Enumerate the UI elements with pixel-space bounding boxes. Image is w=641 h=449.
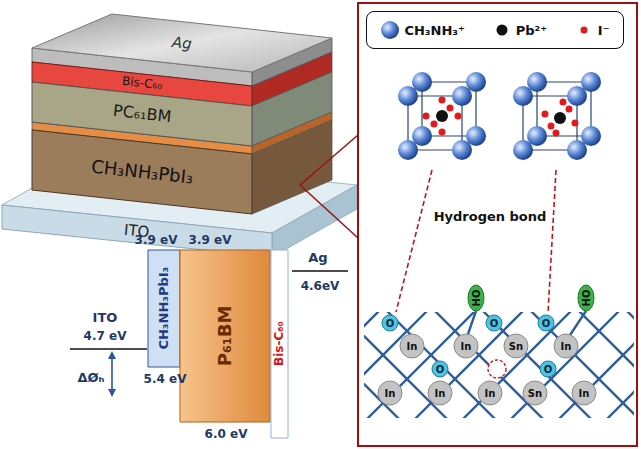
legend-text: Pb²⁺	[516, 23, 547, 38]
hydrogen-bond-line	[548, 170, 556, 313]
atom-label: In	[579, 388, 590, 399]
legend-swatch	[574, 20, 594, 40]
atom-label: Sn	[509, 341, 523, 352]
atom-label: O	[544, 364, 553, 375]
perovskite-cube	[398, 72, 486, 160]
atom-label: In	[385, 388, 396, 399]
atom-label: In	[461, 341, 472, 352]
layer-name: Bis-C₆₀	[273, 322, 286, 367]
atom-label: In	[435, 388, 446, 399]
absorber-layer: CH₃NH₃PbI₃	[32, 130, 252, 214]
atom-label: In	[561, 341, 572, 352]
legend-swatch	[380, 20, 400, 40]
legend-text: CH₃NH₃⁺	[404, 23, 464, 38]
energy-band-box: Bis-C₆₀	[271, 250, 288, 438]
energy-value: 3.9 eV	[135, 234, 178, 247]
legend-box: CH₃NH₃⁺ Pb²⁺ I⁻	[366, 11, 624, 49]
ito-lattice	[260, 285, 641, 430]
layer-name: Ag	[171, 34, 192, 52]
zoom-leader-line	[300, 185, 358, 238]
atom-label: In	[407, 341, 418, 352]
hydroxyl-label: HO	[471, 290, 482, 307]
zoom-leader-line	[300, 135, 358, 185]
barrier-symbol: ΔØₕ	[77, 371, 104, 385]
atom-label: O	[436, 364, 445, 375]
layer-name: P₆₁BM	[215, 306, 235, 367]
hydrogen-bond-line	[396, 170, 432, 312]
atom-label: O	[542, 318, 551, 329]
electrode-name: ITO	[93, 311, 118, 325]
energy-value: 4.7 eV	[84, 330, 127, 343]
energy-band-box: CH₃NH₃PbI₃	[148, 250, 180, 367]
legend-text: I⁻	[598, 23, 610, 38]
energy-value: 4.6eV	[301, 280, 340, 293]
energy-band-box: P₆₁BM	[180, 250, 270, 422]
legend-item: CH₃NH₃⁺	[380, 20, 464, 40]
electrode-layer: Ag	[32, 14, 332, 72]
atom-label: Sn	[528, 388, 542, 399]
electrode-name: Ag	[308, 251, 327, 265]
legend-item: Pb²⁺	[492, 20, 547, 40]
energy-value: 6.0 eV	[205, 428, 248, 441]
energy-value: 3.9 eV	[189, 234, 232, 247]
atom-label: O	[490, 318, 499, 329]
hydroxyl-label: HO	[581, 290, 592, 307]
legend-swatch	[492, 20, 512, 40]
atom-label: O	[386, 318, 395, 329]
zoom-panel-border	[358, 3, 637, 446]
legend-item: I⁻	[574, 20, 610, 40]
energy-value: 5.4 eV	[144, 373, 187, 386]
substrate-layer: ITO	[2, 205, 272, 257]
perovskite-cube	[513, 72, 601, 160]
atom-label: In	[485, 388, 496, 399]
device-stack	[2, 38, 357, 257]
layer-name: CH₃NH₃PbI₃	[157, 267, 171, 350]
bond-label: Hydrogen bond	[431, 210, 550, 224]
